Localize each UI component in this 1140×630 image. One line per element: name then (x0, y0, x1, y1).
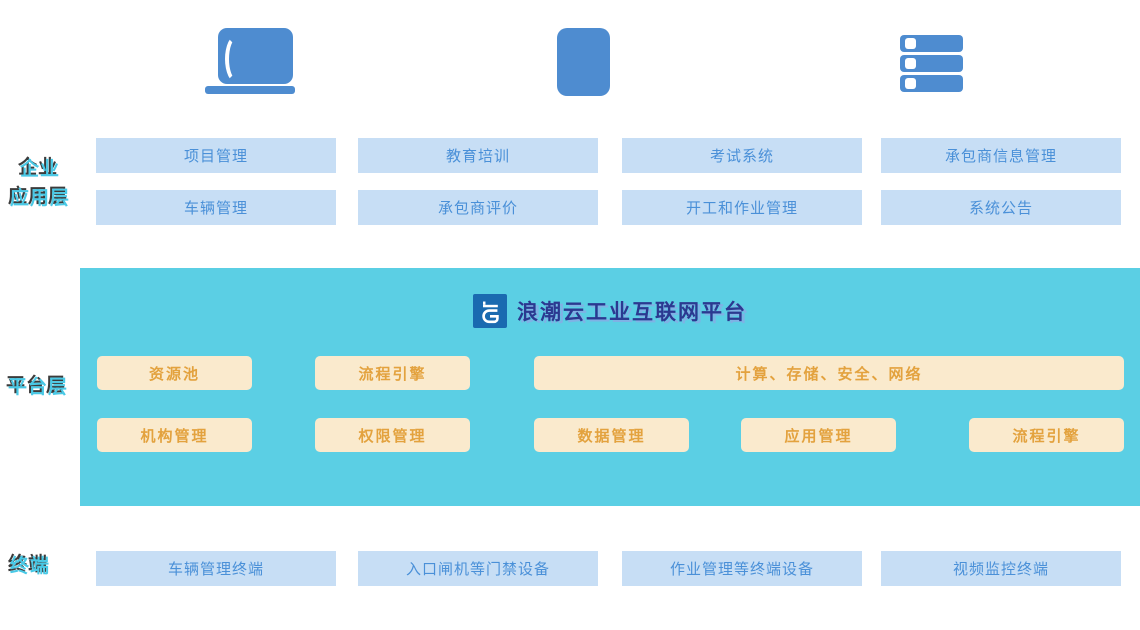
app-box: 系统公告 (881, 190, 1121, 225)
layer-label-enterprise: 企业 应用层 (10, 155, 70, 213)
platform-box: 权限管理 (315, 418, 470, 452)
server-bar-shape (900, 55, 963, 72)
server-bar-shape (900, 35, 963, 52)
terminal-box: 车辆管理终端 (96, 551, 336, 586)
platform-box: 计算、存储、安全、网络 (534, 356, 1124, 390)
platform-box: 应用管理 (741, 418, 896, 452)
platform-box: 流程引擎 (969, 418, 1124, 452)
platform-box: 资源池 (97, 356, 252, 390)
app-box: 教育培训 (358, 138, 598, 173)
platform-box: 机构管理 (97, 418, 252, 452)
layer-label-enterprise-line1: 企业 (20, 159, 61, 180)
platform-panel: 浪潮云工业互联网平台 资源池 流程引擎 计算、存储、安全、网络 机构管理 权限管… (80, 268, 1140, 506)
monitor-base-shape (205, 86, 295, 94)
layer-label-terminal-text: 终端 (10, 556, 51, 577)
server-bar-shape (900, 75, 963, 92)
logo-glyph (482, 301, 499, 324)
layer-label-platform-text: 平台层 (8, 377, 69, 398)
terminal-box: 作业管理等终端设备 (622, 551, 862, 586)
monitor-icon (205, 28, 295, 94)
layer-label-enterprise-line2: 应用层 (10, 188, 71, 209)
platform-box: 流程引擎 (315, 356, 470, 390)
app-box: 开工和作业管理 (622, 190, 862, 225)
platform-box: 数据管理 (534, 418, 689, 452)
tablet-icon (557, 28, 610, 96)
terminal-box: 视频监控终端 (881, 551, 1121, 586)
platform-panel-header: 浪潮云工业互联网平台 (80, 294, 1140, 328)
server-icon (900, 35, 963, 92)
layer-label-platform: 平台层 (8, 373, 68, 402)
inspur-cloud-logo-icon (473, 294, 507, 328)
app-box: 承包商信息管理 (881, 138, 1121, 173)
tablet-body-shape (557, 28, 610, 96)
platform-title: 浪潮云工业互联网平台 (517, 301, 747, 324)
monitor-screen-shape (218, 28, 293, 84)
app-box: 考试系统 (622, 138, 862, 173)
terminal-box: 入口闸机等门禁设备 (358, 551, 598, 586)
app-box: 承包商评价 (358, 190, 598, 225)
app-box: 项目管理 (96, 138, 336, 173)
layer-label-terminal: 终端 (10, 552, 50, 581)
app-box: 车辆管理 (96, 190, 336, 225)
